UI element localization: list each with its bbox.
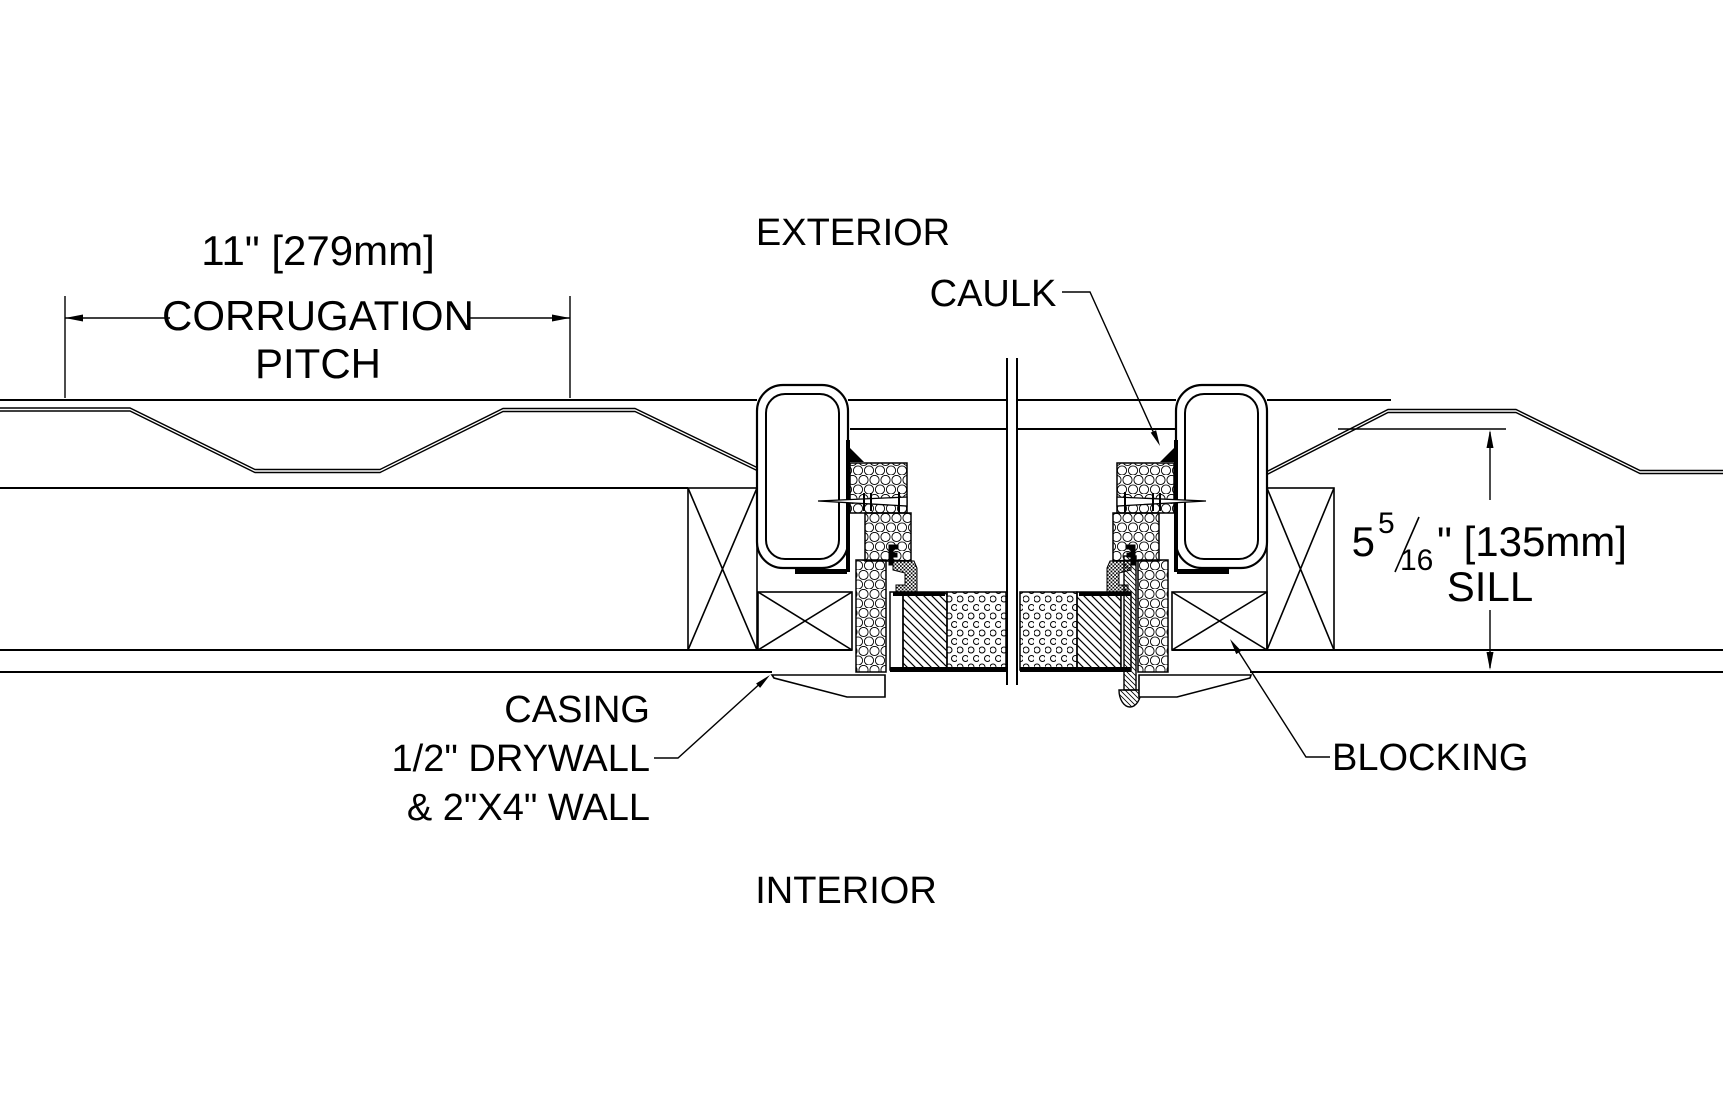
- exterior-label: EXTERIOR: [756, 212, 950, 254]
- blocking-box-right-tall: [1266, 487, 1335, 651]
- blocking-boxes: [687, 487, 1335, 651]
- left-tube-bottom-thick: [795, 569, 847, 574]
- corrugation-right-outer: [1266, 408, 1723, 473]
- casing-label-line2: 1/2" DRYWALL: [392, 738, 651, 780]
- sill-dim-numerator: 5: [1378, 507, 1395, 540]
- anchor-screw: [1118, 555, 1142, 708]
- sill-band: [889, 591, 1132, 672]
- caulk-wedges: [848, 446, 1176, 462]
- sill-dim-denominator: 16: [1400, 544, 1433, 577]
- anchor-screw-shaft: [1123, 555, 1137, 691]
- frame-tubes: [755, 383, 1269, 574]
- gaskets: [888, 544, 1136, 593]
- blocking-label: BLOCKING: [1332, 737, 1528, 779]
- fastener-right: [1116, 492, 1207, 512]
- right-tube-bottom-thick: [1177, 569, 1229, 574]
- leaders: [654, 291, 1330, 759]
- sill-bottom-thick-left: [890, 667, 1006, 672]
- dimension-corrugation-pitch: 11" [279mm] CORRUGATION PITCH: [64, 227, 571, 398]
- glazing-lines: [1006, 358, 1018, 685]
- frame-insulation-left: [849, 462, 912, 673]
- sill-bottom-thick-right: [1020, 667, 1131, 672]
- caulk-wedge-right: [1160, 446, 1176, 462]
- sill-dim-label: SILL: [1447, 563, 1533, 610]
- corrugated-siding-profile: [0, 407, 1723, 476]
- dim-arrow-left: [65, 314, 83, 322]
- sill-dim-suffix: " [135mm]: [1437, 518, 1627, 565]
- blocking-leader: [1230, 639, 1330, 758]
- caulk-label: CAULK: [930, 273, 1057, 315]
- right-tube-inner: [1184, 393, 1259, 560]
- casing-right: [1138, 674, 1253, 698]
- left-tube-inner: [765, 393, 840, 560]
- sill-fraction-slash: [1394, 516, 1420, 573]
- blocking-box-left-low: [757, 591, 853, 651]
- packing-left: [946, 591, 1007, 671]
- casing-left: [770, 674, 886, 698]
- text-labels: EXTERIOR CAULK CASING 1/2" DRYWALL & 2"X…: [392, 212, 1529, 912]
- fastener-left: [817, 492, 908, 512]
- frame-insulation: [849, 462, 1175, 673]
- packing-right: [1019, 591, 1078, 671]
- dim-arrow-right: [552, 314, 570, 322]
- sill-arrow-bottom: [1486, 652, 1494, 670]
- clip-left: [888, 544, 899, 566]
- sill-edge-left: [889, 591, 904, 671]
- frame-fasteners: [817, 492, 1207, 512]
- left-tube-edge-thick: [846, 440, 850, 572]
- setting-strip-left: [893, 592, 945, 596]
- corrugation-dim-value: 11" [279mm]: [201, 227, 435, 274]
- corrugation-left-outer: [0, 407, 758, 471]
- corrugation-dim-label1: CORRUGATION: [162, 292, 474, 339]
- extension-lines: [64, 296, 571, 398]
- corrugation-right-inner: [1266, 411, 1723, 476]
- casing-label-line3: & 2"X4" WALL: [407, 787, 650, 829]
- caulk-leader: [1062, 291, 1160, 446]
- blocking-box-left-tall: [687, 487, 758, 651]
- blocking-box-right-low: [1171, 591, 1268, 651]
- dimension-sill: 5 5 16 " [135mm] SILL: [1338, 428, 1627, 670]
- wood-sill-left: [902, 591, 948, 671]
- interior-label: INTERIOR: [755, 870, 937, 912]
- wood-sill-right: [1076, 591, 1122, 671]
- interior-casing: [770, 674, 1253, 698]
- right-tube-edge-thick: [1174, 440, 1178, 572]
- casing-leader: [654, 675, 770, 759]
- corrugation-left-inner: [0, 410, 758, 474]
- frame-insulation-right: [1112, 462, 1175, 673]
- gasket-left: [892, 559, 918, 593]
- setting-strip-right: [1079, 592, 1131, 596]
- sill-dim-whole: 5: [1352, 518, 1375, 565]
- corrugation-dim-label2: PITCH: [255, 340, 381, 387]
- caulk-wedge-left: [848, 446, 864, 462]
- sill-arrow-top: [1486, 430, 1494, 448]
- casing-label-line1: CASING: [504, 689, 650, 731]
- anchor-screw-tip: [1118, 689, 1142, 708]
